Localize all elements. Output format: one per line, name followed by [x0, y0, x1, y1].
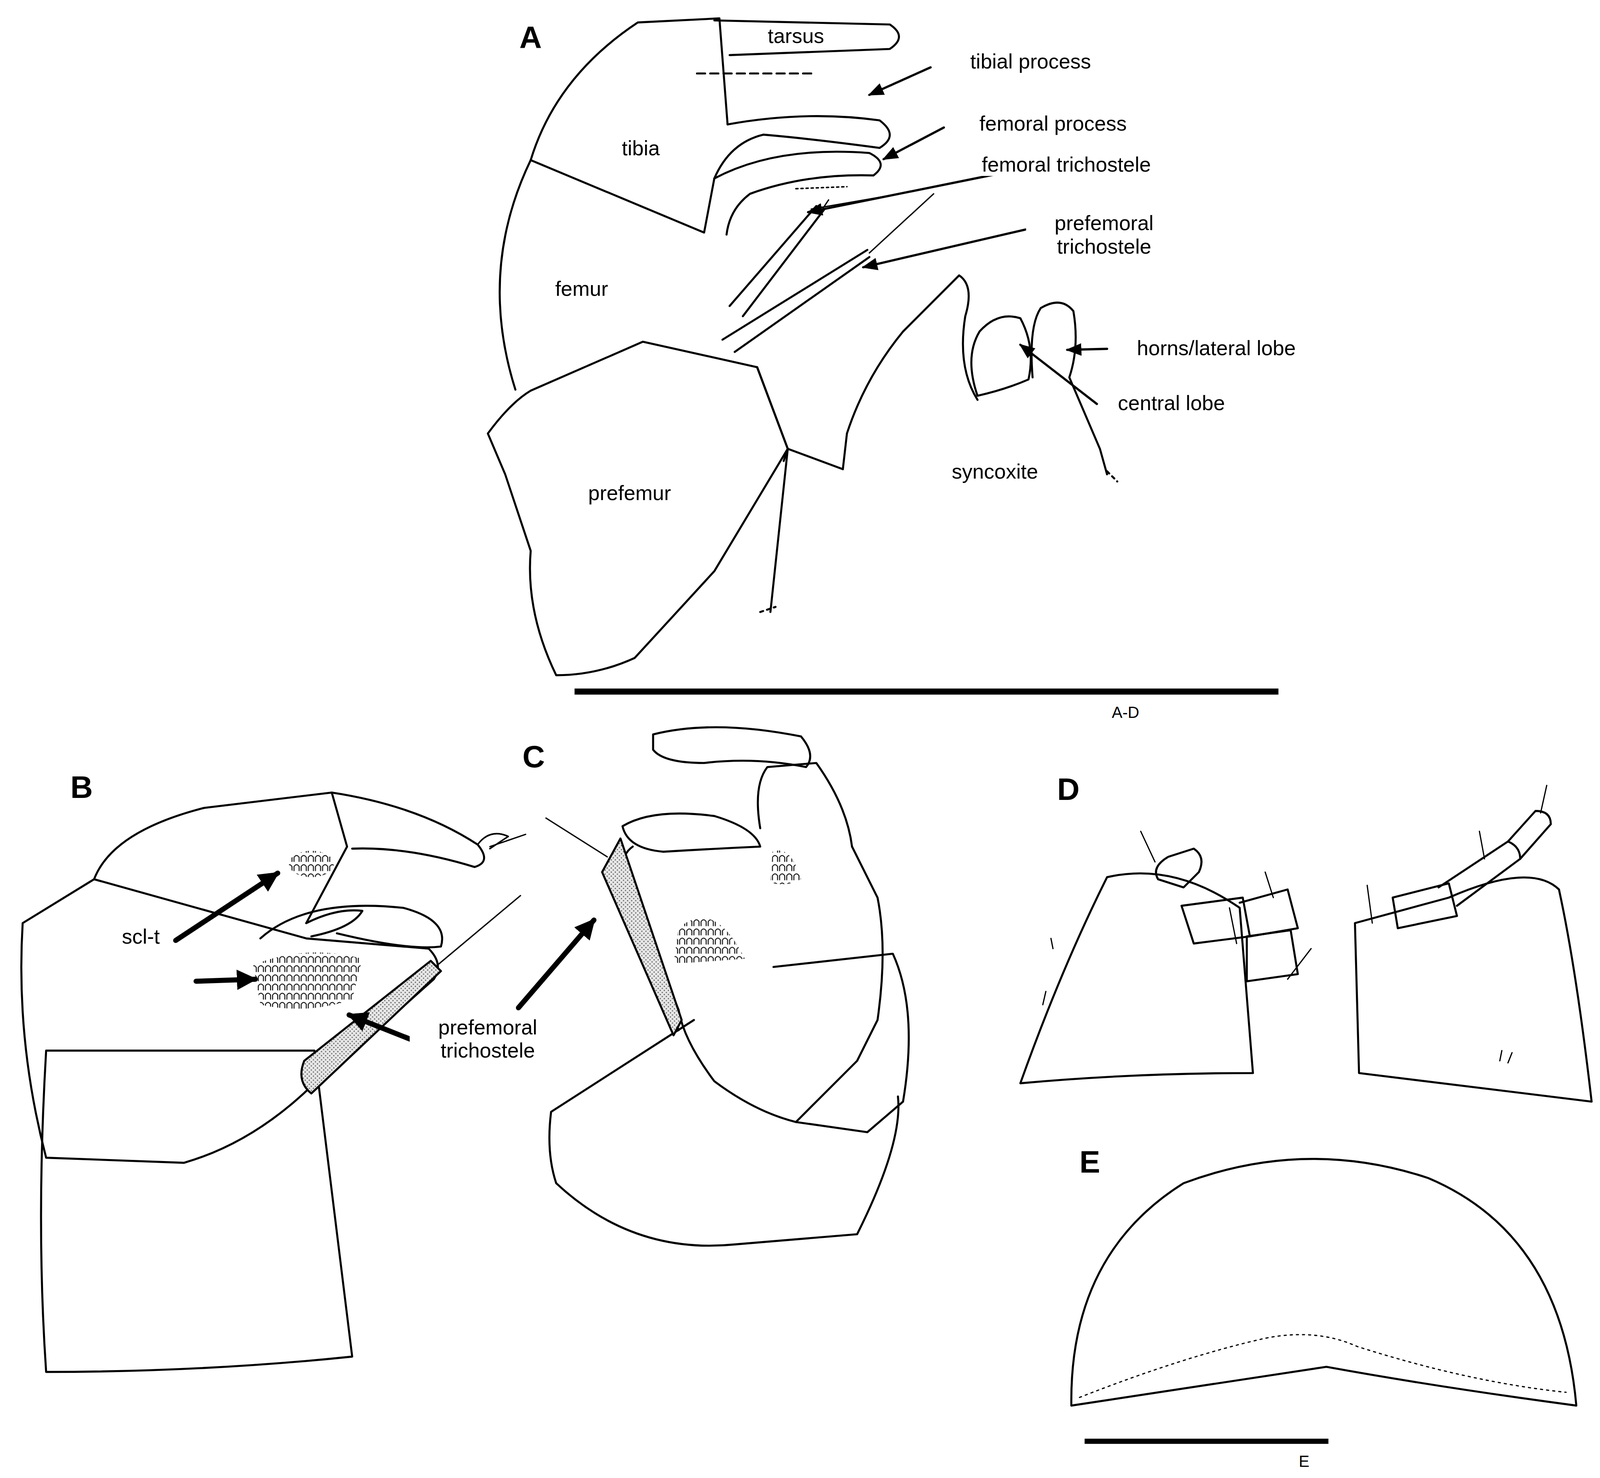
panel-c-gonopod: [673, 918, 745, 965]
panel-d-sternite: [1140, 831, 1156, 863]
panel-d-sternite: [1239, 889, 1298, 937]
part-label: prefemoral trichostele: [1025, 211, 1182, 258]
panel-a-gonopod: [714, 20, 900, 55]
part-label: femoral trichostele: [979, 152, 1153, 176]
panel-a-gonopod: [530, 18, 728, 161]
panel-a-gonopod: [1031, 302, 1108, 475]
leader-arrow: [195, 979, 256, 982]
panel-a-gonopod: [843, 275, 978, 470]
scale-label: A-D: [1110, 703, 1141, 722]
panel-a-gonopod: [722, 250, 870, 353]
panel-b-gonopod: [260, 905, 443, 948]
panel-a-gonopod: [1107, 471, 1118, 482]
part-label: tarsus: [766, 24, 826, 48]
part-label: syncoxite: [950, 459, 1040, 484]
panel-letter: A: [517, 20, 544, 55]
leader-arrow: [869, 67, 931, 95]
panel-d-sternite: [1229, 872, 1312, 980]
panel-c-gonopod: [549, 1020, 899, 1246]
panel-b-gonopod: [21, 792, 526, 1372]
part-label: prefemoral trichostele: [409, 1015, 566, 1062]
leader-arrow: [1020, 344, 1097, 405]
panel-b-gonopod: [306, 910, 363, 937]
part-label: femoral process: [977, 111, 1129, 135]
leader-arrow: [349, 1015, 414, 1041]
panel-a-gonopod: [756, 367, 788, 613]
panel-b-gonopod: [489, 834, 526, 847]
panel-b-gonopod: [331, 792, 485, 867]
panel-b-gonopod: [289, 850, 335, 878]
panel-letter: B: [68, 770, 95, 806]
scale-bar: [1084, 1438, 1329, 1444]
part-label: prefemur: [586, 481, 673, 505]
panel-a-gonopod: [869, 193, 934, 254]
leader-arrow: [1067, 348, 1108, 351]
gonopod-illustration: [21, 18, 1592, 1442]
panel-letter: C: [520, 739, 547, 775]
leader-arrow: [807, 171, 1010, 212]
part-label: tibia: [620, 136, 662, 160]
leader-arrow: [518, 920, 595, 1008]
scale-label: E: [1297, 1452, 1312, 1471]
leader-arrow: [863, 229, 1026, 268]
panel-letter: D: [1055, 772, 1082, 808]
panel-c-gonopod: [622, 813, 761, 852]
panel-c-gonopod: [602, 838, 682, 1036]
panel-d-sternite: [1367, 785, 1547, 924]
panel-d-sternite: [1155, 848, 1202, 888]
scale-bar: [574, 688, 1279, 695]
panel-d-sternite: [1438, 841, 1521, 906]
part-label: scl-t: [120, 925, 162, 949]
part-label: tibial process: [968, 49, 1093, 73]
panel-a-gonopod: [796, 186, 847, 189]
part-label: central lobe: [1116, 391, 1227, 415]
panel-a-gonopod: [499, 160, 531, 390]
leader-arrow: [883, 127, 944, 159]
panel-d-sternite: [1020, 873, 1253, 1084]
panel-b-gonopod: [477, 833, 509, 849]
panel-d-sternite: [1181, 897, 1250, 944]
panel-b-gonopod: [438, 895, 521, 965]
panel-b-gonopod: [253, 952, 363, 1010]
panel-d-sternite: [1020, 785, 1592, 1102]
panel-e-plate: [1071, 1159, 1577, 1406]
panel-a-gonopod: [530, 116, 890, 233]
leader-arrow: [175, 873, 278, 941]
panel-b-gonopod: [93, 792, 347, 924]
panel-c-gonopod: [653, 727, 811, 767]
panel-c-gonopod: [545, 727, 909, 1246]
panel-c-gonopod: [773, 953, 909, 1133]
panel-d-sternite: [1392, 883, 1457, 929]
panel-d-sternite: [1355, 877, 1592, 1102]
panel-c-gonopod: [770, 850, 802, 885]
panel-letter: E: [1077, 1144, 1102, 1180]
panel-b-gonopod: [41, 1050, 353, 1373]
panel-e-plate: [1071, 1159, 1577, 1406]
panel-a-gonopod: [760, 606, 776, 613]
panel-a-gonopod: [487, 341, 788, 676]
panel-d-sternite: [1042, 938, 1512, 1064]
panel-c-gonopod: [757, 762, 853, 847]
panel-a-gonopod: [696, 72, 812, 75]
panel-c-gonopod: [545, 818, 608, 857]
panel-d-sternite: [1508, 811, 1552, 859]
part-label: horns/lateral lobe: [1135, 336, 1298, 360]
panel-e-plate: [1079, 1334, 1567, 1398]
part-label: femur: [553, 277, 610, 301]
panel-a-gonopod: [971, 316, 1031, 396]
panel-a-gonopod: [787, 448, 843, 470]
panel-d-sternite: [1246, 930, 1298, 982]
panel-a-gonopod: [714, 151, 881, 235]
